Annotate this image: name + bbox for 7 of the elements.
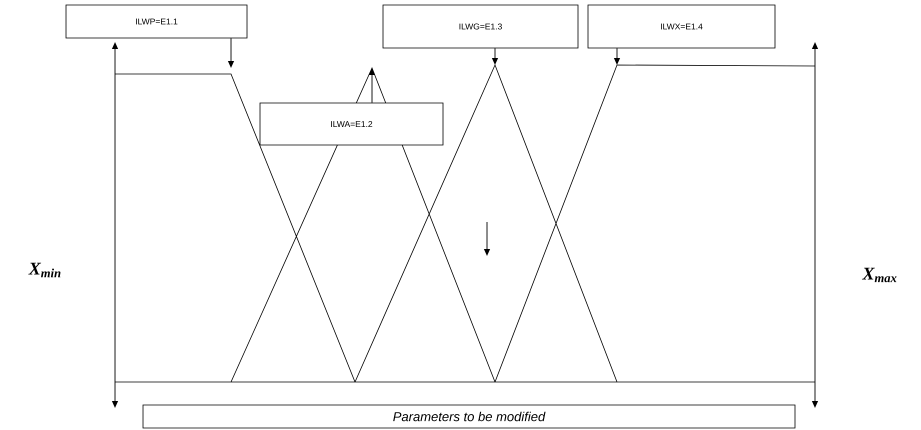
variable-label: X$_{max}$	[862, 268, 897, 282]
label-box: ILWA=E1.2	[260, 102, 444, 146]
label-box: ILWX=E1.4	[588, 4, 776, 48]
label-box: ILWP=E1.1	[66, 4, 248, 38]
label-box: ILWG=E1.3	[382, 4, 578, 48]
parameter-box: Parameters to be modified	[142, 404, 796, 428]
variable-label: X$_{min}$	[28, 262, 60, 278]
